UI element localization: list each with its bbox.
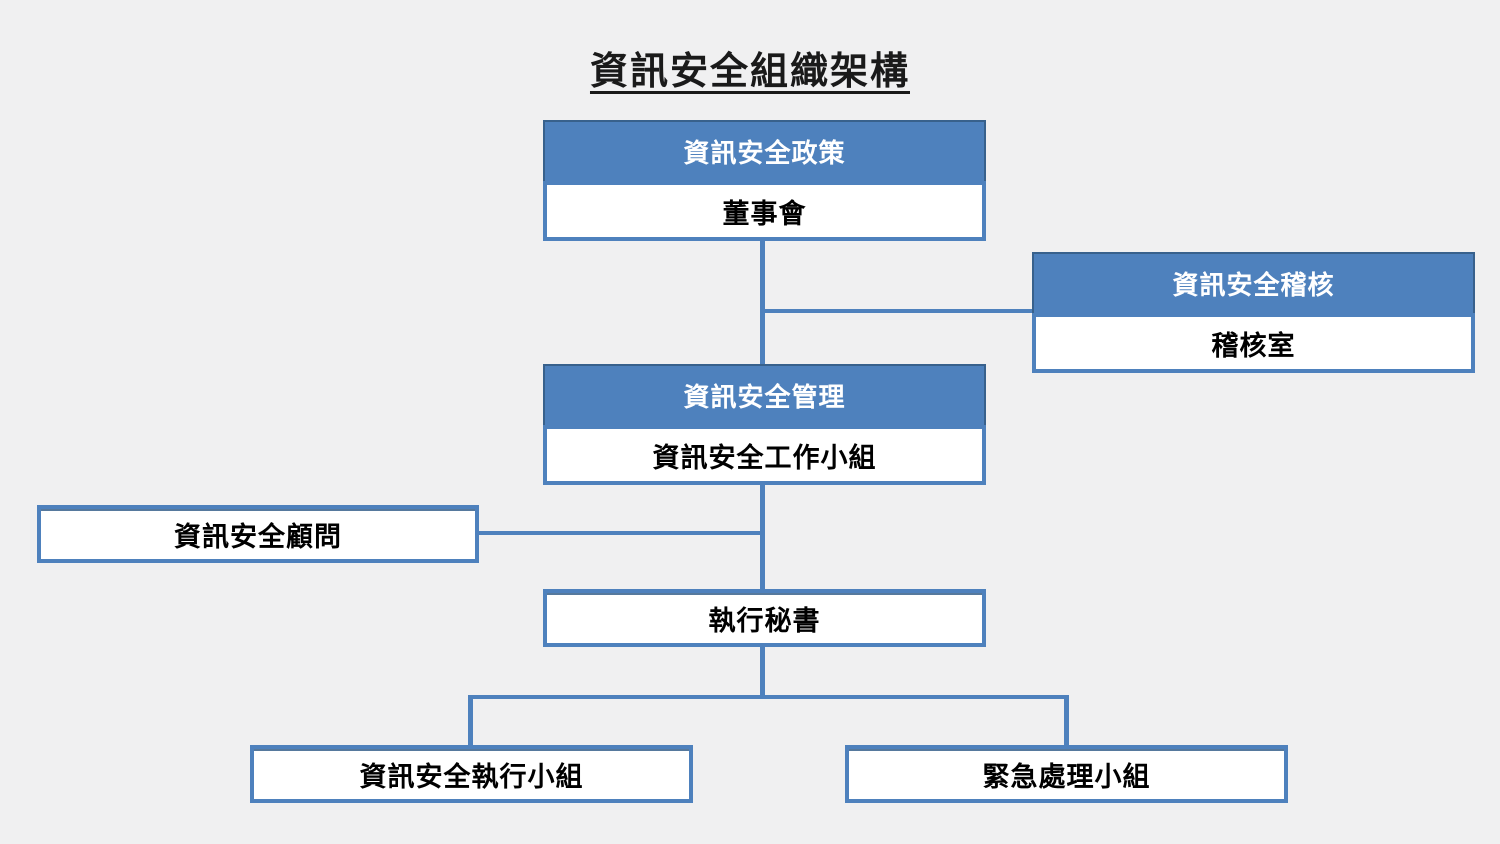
node-management-header: 資訊安全管理 — [543, 364, 986, 427]
connector-secretary-branch — [760, 645, 765, 699]
node-audit: 資訊安全稽核 稽核室 — [1032, 252, 1475, 373]
node-audit-body: 稽核室 — [1032, 313, 1475, 373]
connector-to-audit — [762, 309, 1034, 313]
node-policy-body: 董事會 — [543, 181, 986, 241]
node-management-body: 資訊安全工作小組 — [543, 425, 986, 485]
connector-branch-horizontal — [468, 695, 1069, 699]
connector-to-consultant — [476, 531, 762, 535]
node-management: 資訊安全管理 資訊安全工作小組 — [543, 364, 986, 485]
node-emergency: 緊急處理小組 — [845, 745, 1288, 803]
connector-management-secretary — [760, 480, 765, 592]
node-secretary: 執行秘書 — [543, 589, 986, 647]
node-policy-header: 資訊安全政策 — [543, 120, 986, 183]
connector-drop-exec-team — [468, 695, 473, 747]
node-exec-team: 資訊安全執行小組 — [250, 745, 693, 803]
node-consultant: 資訊安全顧問 — [37, 505, 479, 563]
connector-drop-emergency — [1064, 695, 1069, 747]
node-policy: 資訊安全政策 董事會 — [543, 120, 986, 241]
connector-policy-management — [760, 239, 765, 367]
node-audit-header: 資訊安全稽核 — [1032, 252, 1475, 315]
page-title: 資訊安全組織架構 — [589, 51, 910, 93]
